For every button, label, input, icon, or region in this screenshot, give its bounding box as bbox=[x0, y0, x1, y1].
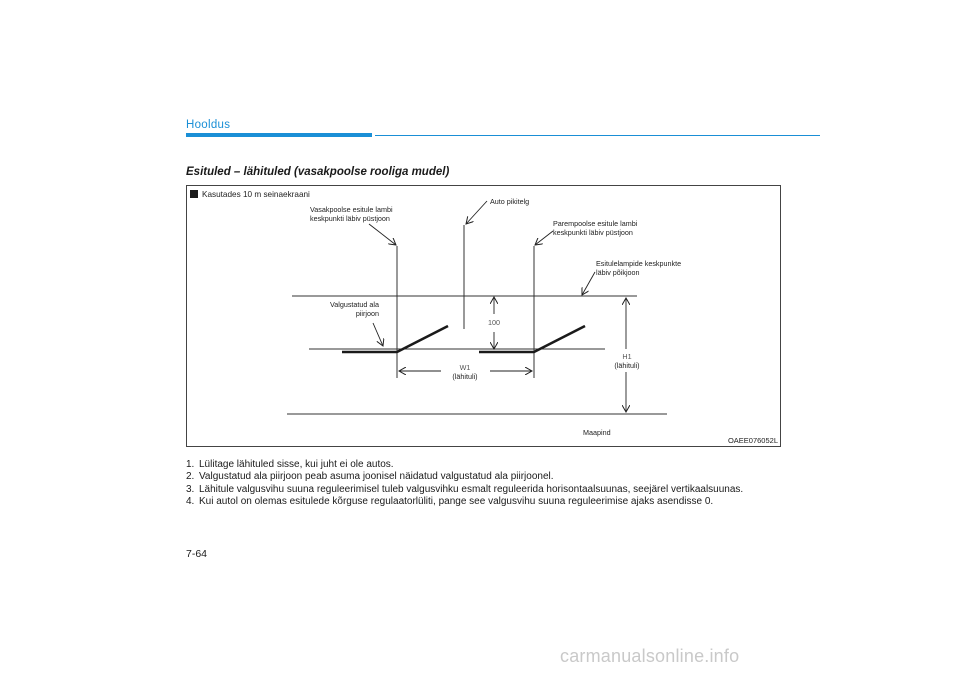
left-vertical-leader bbox=[368, 223, 396, 245]
horizontal-leader bbox=[582, 271, 596, 295]
condition-text: Kasutades 10 m seinaekraani bbox=[202, 190, 310, 199]
headlamp-aiming-diagram: Kasutades 10 m seinaekraani Vasakpoolse … bbox=[186, 185, 781, 447]
cutoff-label-line1: Valgustatud ala bbox=[329, 300, 379, 309]
right-cutoff-line bbox=[479, 324, 586, 354]
procedure-steps: 1. Lülitage lähituled sisse, kui juht ei … bbox=[186, 459, 806, 509]
diagram-drawing bbox=[287, 200, 667, 415]
right-vertical-label-line1: Parempoolse esitule lambi bbox=[553, 219, 638, 228]
w1-label-line1: W1 bbox=[459, 363, 471, 372]
step-text: Valgustatud ala piirjoon peab asuma joon… bbox=[199, 471, 554, 483]
site-watermark: carmanualsonline.info bbox=[560, 646, 740, 666]
offset-value: 100 bbox=[488, 318, 500, 327]
step-text: Lähitule valgusvihu suuna reguleerimisel… bbox=[199, 483, 744, 495]
step-number: 3. bbox=[186, 483, 195, 495]
step-item: 4. Kui autol on olemas esitulede kõrguse … bbox=[186, 496, 806, 508]
step-item: 1. Lülitage lähituled sisse, kui juht ei … bbox=[186, 459, 806, 471]
step-text: Lülitage lähituled sisse, kui juht ei ol… bbox=[199, 459, 394, 470]
ground-label: Maapind bbox=[583, 428, 611, 437]
step-number: 4. bbox=[186, 496, 195, 508]
cutoff-leader bbox=[372, 322, 383, 346]
left-cutoff-line bbox=[342, 324, 449, 354]
w1-label: W1 (lähituli) bbox=[442, 363, 488, 381]
h1-label-line1: H1 bbox=[622, 352, 632, 361]
page-number: 7-64 bbox=[186, 548, 208, 560]
left-vertical-label: Vasakpoolse esitule lambi keskpunkti läb… bbox=[310, 205, 393, 223]
left-vertical-label-line2: keskpunkti läbiv püstjoon bbox=[310, 214, 390, 223]
cutoff-label: Valgustatud ala piirjoon bbox=[315, 300, 379, 318]
right-vertical-leader bbox=[535, 230, 554, 245]
step-number: 2. bbox=[186, 471, 195, 483]
section-heading: Esituled – lähituled (vasakpoolse roolig… bbox=[186, 166, 450, 178]
w1-label-line2: (lähituli) bbox=[452, 372, 478, 381]
h1-label-line2: (lähituli) bbox=[614, 361, 640, 370]
car-axis-label: Auto pikitelg bbox=[490, 197, 530, 206]
h1-label: H1 (lähituli) bbox=[605, 352, 649, 370]
header-rule-thin bbox=[375, 135, 820, 136]
step-item: 3. Lähitule valgusvihu suuna reguleerimis… bbox=[186, 484, 806, 496]
left-vertical-label-line1: Vasakpoolse esitule lambi bbox=[310, 205, 393, 214]
horizontal-label-line2: läbiv põikjoon bbox=[596, 268, 640, 277]
step-number: 1. bbox=[186, 459, 195, 470]
step-item: 2. Valgustatud ala piirjoon peab asuma jo… bbox=[186, 471, 806, 483]
figure-code: OAEE076052L bbox=[727, 436, 778, 445]
bullet-square-icon bbox=[190, 190, 198, 198]
right-vertical-label: Parempoolse esitule lambi keskpunkti läb… bbox=[553, 219, 637, 237]
car-axis-leader bbox=[466, 200, 488, 224]
step-text: Kui autol on olemas esitulede kõrguse re… bbox=[199, 496, 714, 508]
section-label: Hooldus bbox=[186, 119, 231, 131]
right-vertical-label-line2: keskpunkti läbiv püstjoon bbox=[553, 228, 633, 237]
cutoff-label-line2: piirjoon bbox=[355, 309, 379, 318]
wall-distance-condition: Kasutades 10 m seinaekraani bbox=[190, 190, 310, 199]
horizontal-line-label: Esitulelampide keskpunkte läbiv põikjoon bbox=[596, 259, 681, 277]
header-rule-thick bbox=[186, 133, 372, 137]
horizontal-label-line1: Esitulelampide keskpunkte bbox=[596, 259, 682, 268]
